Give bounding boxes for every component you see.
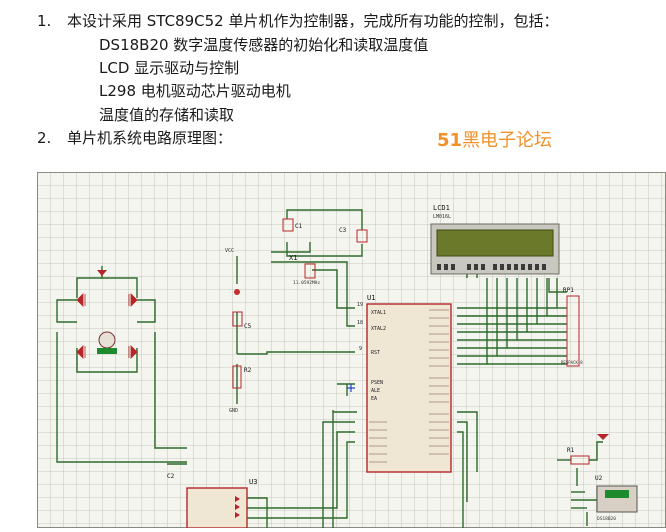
c5-label: C5 bbox=[244, 323, 252, 330]
subitem-1: DS18B20 数字温度传感器的初始化和读取温度值 bbox=[99, 36, 429, 54]
item-1-text: 本设计采用 STC89C52 单片机作为控制器，完成所有功能的控制，包括： bbox=[67, 12, 559, 30]
x1-label: X1 bbox=[289, 254, 297, 262]
pin-ale: ALE bbox=[371, 388, 380, 394]
subitem-2: LCD 显示驱动与控制 bbox=[99, 59, 240, 77]
reset-circuit: C5 R2 VCC GND bbox=[225, 248, 252, 414]
ds18b20-display bbox=[605, 490, 629, 498]
circuit-schematic: LCD1 LM016L U1 XTAL1 XTAL2 RST PSEN ALE … bbox=[37, 172, 666, 529]
crystal-freq: 11.0592MHz bbox=[293, 280, 320, 286]
item-2-number: 2. bbox=[37, 129, 52, 147]
ds18b20-label: DS18B20 bbox=[597, 516, 616, 522]
crystal-circuit: C1 C3 X1 11.0592MHz bbox=[282, 218, 368, 286]
u1-mcu: U1 XTAL1 XTAL2 RST PSEN ALE EA 19 18 9 bbox=[357, 294, 452, 473]
item-2-text: 单片机系统电路原理图： bbox=[67, 129, 233, 147]
schematic-svg: LCD1 LM016L U1 XTAL1 XTAL2 RST PSEN ALE … bbox=[37, 172, 666, 529]
pin-number-19: 19 bbox=[357, 302, 363, 308]
pin-number-9: 9 bbox=[359, 346, 362, 352]
pin-psen: PSEN bbox=[371, 380, 383, 386]
lcd-label: LCD1 bbox=[433, 204, 450, 212]
u1-label: U1 bbox=[367, 294, 375, 302]
watermark-logo: 51黑电子论坛 bbox=[437, 126, 552, 152]
vcc-label: VCC bbox=[225, 248, 234, 254]
r2-label: R2 bbox=[244, 367, 252, 374]
pin-number-18: 18 bbox=[357, 320, 363, 326]
subitem-3: L298 电机驱动芯片驱动电机 bbox=[99, 82, 291, 100]
schematic-grid bbox=[37, 172, 666, 528]
lcd-screen bbox=[436, 229, 554, 257]
c3-label: C3 bbox=[339, 227, 347, 234]
ds18b20-circuit: R1 U2 DS18B20 bbox=[567, 434, 638, 522]
rp1-resistor-pack: RP1 RESPACK-8 bbox=[561, 287, 583, 367]
pin-ea: EA bbox=[371, 396, 377, 402]
u3-driver: U3 C2 bbox=[167, 473, 257, 529]
pin-xtal1: XTAL1 bbox=[371, 310, 386, 316]
rp1-label: RP1 bbox=[563, 287, 574, 294]
gnd-label: GND bbox=[229, 408, 238, 414]
wires bbox=[56, 209, 603, 528]
pin-xtal2: XTAL2 bbox=[371, 326, 386, 332]
pin-rst: RST bbox=[371, 350, 380, 356]
motor-bridge bbox=[76, 270, 138, 359]
r1-label: R1 bbox=[567, 447, 575, 454]
c2-label: C2 bbox=[167, 473, 175, 480]
u2-label: U2 bbox=[595, 475, 603, 482]
watermark-text: 黑电子论坛 bbox=[462, 130, 553, 151]
lcd-module: LCD1 LM016L bbox=[430, 204, 560, 275]
rp1-part: RESPACK-8 bbox=[561, 360, 583, 365]
c1-label: C1 bbox=[295, 223, 303, 230]
motor-indicator bbox=[97, 348, 117, 354]
item-1-number: 1. bbox=[37, 12, 52, 30]
watermark-number: 51 bbox=[437, 130, 463, 151]
u3-label: U3 bbox=[249, 478, 257, 486]
subitem-4: 温度值的存储和读取 bbox=[99, 106, 235, 124]
lcd-part-label: LM016L bbox=[433, 214, 451, 220]
